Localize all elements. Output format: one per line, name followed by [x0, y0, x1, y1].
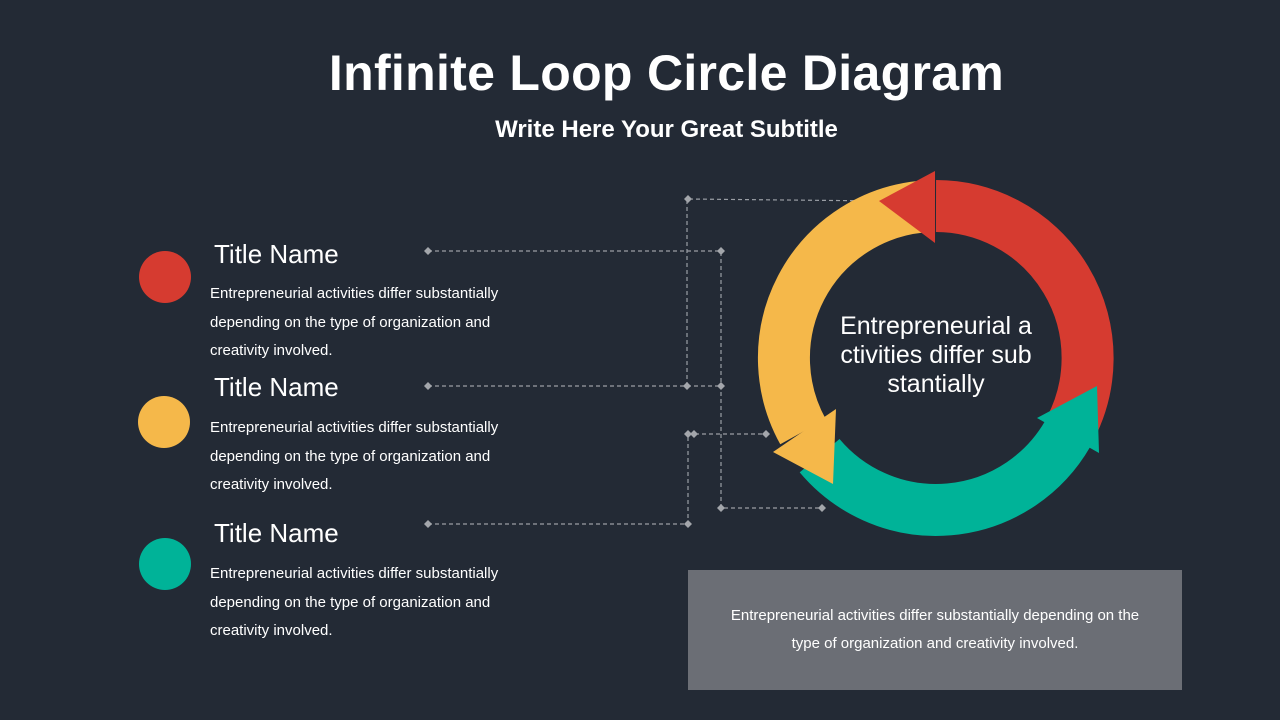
- diamond-marker-icon: [424, 382, 432, 390]
- loop-center-text: Entrepreneurial activities differ substa…: [840, 312, 1032, 398]
- green-arc: [799, 420, 1091, 536]
- note-box: Entrepreneurial activities differ substa…: [688, 570, 1182, 690]
- diamond-marker-icon: [424, 247, 432, 255]
- green-bullet-circle: [139, 538, 191, 590]
- yellow-bullet-circle: [138, 396, 190, 448]
- page-title: Infinite Loop Circle Diagram: [328, 45, 1005, 101]
- diamond-marker-icon: [683, 382, 691, 390]
- connector-diamonds: [424, 195, 888, 528]
- diamond-marker-icon: [717, 504, 725, 512]
- yellow-arrowhead-icon: [773, 409, 836, 484]
- note-text: Entrepreneurial activities differ substa…: [730, 607, 1140, 652]
- item-3-description: Entrepreneurial activities differ substa…: [210, 565, 499, 639]
- yellow-arc: [757, 180, 924, 445]
- connector-lines: [428, 198, 885, 525]
- item-1-description: Entrepreneurial activities differ substa…: [210, 285, 499, 359]
- connector-4: [428, 433, 766, 525]
- item-2-description: Entrepreneurial activities differ substa…: [210, 419, 499, 493]
- diamond-marker-icon: [684, 430, 692, 438]
- diamond-marker-icon: [424, 520, 432, 528]
- diamond-marker-icon: [717, 382, 725, 390]
- diamond-marker-icon: [717, 247, 725, 255]
- diamond-marker-icon: [690, 430, 698, 438]
- diamond-marker-icon: [684, 195, 692, 203]
- diamond-marker-icon: [762, 430, 770, 438]
- item-3-title: Title Name: [214, 518, 339, 548]
- red-arrowhead-icon: [879, 171, 935, 243]
- red-arc: [935, 180, 1114, 442]
- connector-3: [686, 198, 885, 386]
- diamond-marker-icon: [818, 504, 826, 512]
- loop-ring: [757, 171, 1114, 536]
- item-1-title: Title Name: [214, 239, 339, 269]
- diamond-marker-icon: [684, 520, 692, 528]
- green-arrowhead-icon: [1037, 386, 1099, 453]
- item-2-title: Title Name: [214, 372, 339, 402]
- page-subtitle: Write Here Your Great Subtitle: [495, 116, 838, 143]
- red-bullet-circle: [139, 251, 191, 303]
- connector-1: [428, 250, 822, 509]
